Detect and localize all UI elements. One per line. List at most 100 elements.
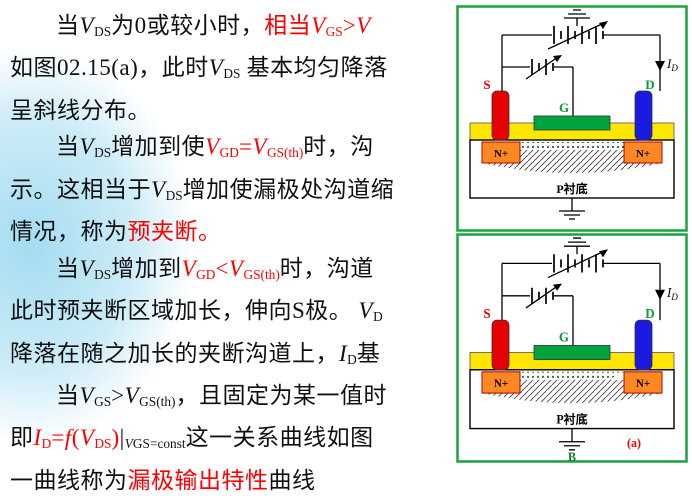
battery-vds-icon (553, 26, 604, 44)
current-arrow (655, 61, 665, 71)
text-segment: 预夹断 (127, 219, 198, 245)
text-segment: V (252, 134, 267, 160)
text-segment: | (119, 425, 125, 451)
text-segment: DS (94, 23, 112, 39)
text-segment: I (339, 340, 348, 366)
source-electrode (491, 90, 510, 141)
text-segment: 当 (56, 382, 80, 408)
text-line-4: 当VDS增加到使VGD=VGS(th)时，沟 (10, 129, 692, 171)
text-segment: V (358, 298, 374, 324)
text-segment: V (181, 255, 197, 281)
depletion-hatch (482, 150, 662, 173)
text-segment: 当 (56, 134, 80, 160)
depletion-hatch (482, 379, 662, 404)
text-segment: > (111, 382, 125, 408)
mosfet-structure-svg: ID N+ N+ S G D P衬底 (a) B (456, 233, 688, 463)
text-segment: ，且固定为某一值时 (175, 382, 387, 408)
text-segment: V (79, 134, 95, 160)
bulk-label: B (568, 450, 576, 463)
text-segment: D (41, 436, 52, 452)
battery-arrow-icon (547, 21, 608, 50)
text-segment: ) (111, 425, 120, 451)
n-plus-right (623, 371, 663, 394)
text-segment: 增加使漏极处沟道缩 (182, 176, 395, 202)
background-blob (0, 45, 195, 445)
source-label: S (483, 77, 490, 92)
text-segment: GS(th) (243, 266, 280, 282)
text-segment: D (347, 351, 357, 367)
current-label: ID (666, 56, 678, 73)
text-segment: V (79, 382, 95, 408)
text-segment: D (373, 309, 383, 325)
channel-dots (520, 142, 624, 151)
text-segment: 时，沟 (303, 134, 374, 160)
text-segment: V (124, 436, 133, 452)
text-segment: > (342, 13, 357, 38)
text-line-5: 示。这相当于VDS增加使漏极处沟道缩 (10, 172, 692, 214)
text-segment: f (64, 425, 72, 451)
n-plus-right-label: N+ (636, 148, 650, 160)
text-line-10: 当VGS>VGS(th)，且固定为某一值时 (10, 378, 692, 420)
battery-vgs-icon (531, 59, 554, 75)
text-segment: 即 (10, 425, 34, 451)
text-segment: 呈斜线分布。 (10, 97, 151, 123)
source-electrode (491, 319, 510, 371)
current-label: ID (666, 285, 678, 302)
gate-electrode (533, 345, 611, 361)
mosfet-structure-svg: ID N+ N+ S G D P衬底 (456, 5, 688, 232)
drain-electrode (634, 90, 653, 141)
text-segment: = (238, 134, 253, 160)
drain-label: D (645, 77, 654, 92)
text-segment: GS=const (132, 436, 186, 452)
text-line-8: 此时预夹断区域加长，伸向S极。 VD (10, 293, 692, 335)
current-arrow (655, 289, 665, 300)
text-segment: V (356, 13, 371, 38)
text-line-2: 如图02.15(a)，此时VDS 基本均匀降落 (10, 50, 692, 92)
text-segment: < (215, 255, 229, 281)
ground-top-icon (564, 237, 590, 255)
text-segment: V (205, 134, 220, 160)
battery-arrow-icon (547, 249, 608, 279)
mosfet-diagram-bottom: ID N+ N+ S G D P衬底 (a) B (456, 233, 688, 463)
text-segment: 基 (356, 340, 381, 366)
text-segment: 情况，称为 (10, 219, 128, 245)
text-line-3: 呈斜线分布。 (10, 93, 692, 130)
text-segment: 为0或较小时， (111, 13, 265, 38)
text-segment: GS(th) (139, 393, 176, 409)
text-segment: DS (94, 145, 112, 161)
text-segment: DS (94, 436, 112, 452)
text-segment: 相当 (264, 13, 312, 38)
text-segment: 增加到使 (111, 134, 206, 160)
text-segment: V (124, 382, 140, 408)
text-segment: 这一关系曲线如图 (185, 425, 374, 451)
text-segment: V (228, 255, 244, 281)
text-segment: 当 (56, 255, 80, 281)
substrate-label: P衬底 (556, 181, 587, 196)
battery2-arrow-icon (525, 55, 562, 80)
text-line-1: 当VDS为0或较小时，相当VGS>V (10, 8, 692, 50)
text-segment: GD (196, 266, 216, 282)
text-line-12: 一曲线称为漏极输出特性曲线 (10, 463, 692, 499)
n-plus-left (481, 141, 521, 164)
text-segment: 曲线 (268, 467, 316, 493)
text-segment: 。 (198, 219, 222, 245)
n-plus-right (623, 141, 663, 164)
channel-dots (520, 371, 624, 381)
drain-label: D (645, 306, 654, 321)
source-label: S (483, 306, 490, 321)
text-segment: GS(th) (266, 145, 304, 161)
ground-top-icon (564, 9, 590, 26)
figure-label: (a) (627, 436, 641, 450)
text-segment: V (79, 255, 95, 281)
gate-label: G (559, 100, 569, 115)
text-segment: 当 (56, 13, 80, 38)
text-line-11: 即ID=f(VDS)|VGS=const这一关系曲线如图 (10, 420, 692, 462)
text-segment: GS (94, 393, 112, 409)
battery2-arrow-icon (525, 283, 562, 309)
gate-electrode (533, 115, 611, 131)
text-segment: 降落在随之加长的夹断沟道上， (10, 340, 339, 366)
text-line-7: 当VDS增加到VGD<VGS(th)时，沟道 (10, 251, 692, 293)
mosfet-diagram-top: ID N+ N+ S G D P衬底 (456, 5, 688, 232)
text-segment: 一曲线称为 (10, 467, 128, 493)
